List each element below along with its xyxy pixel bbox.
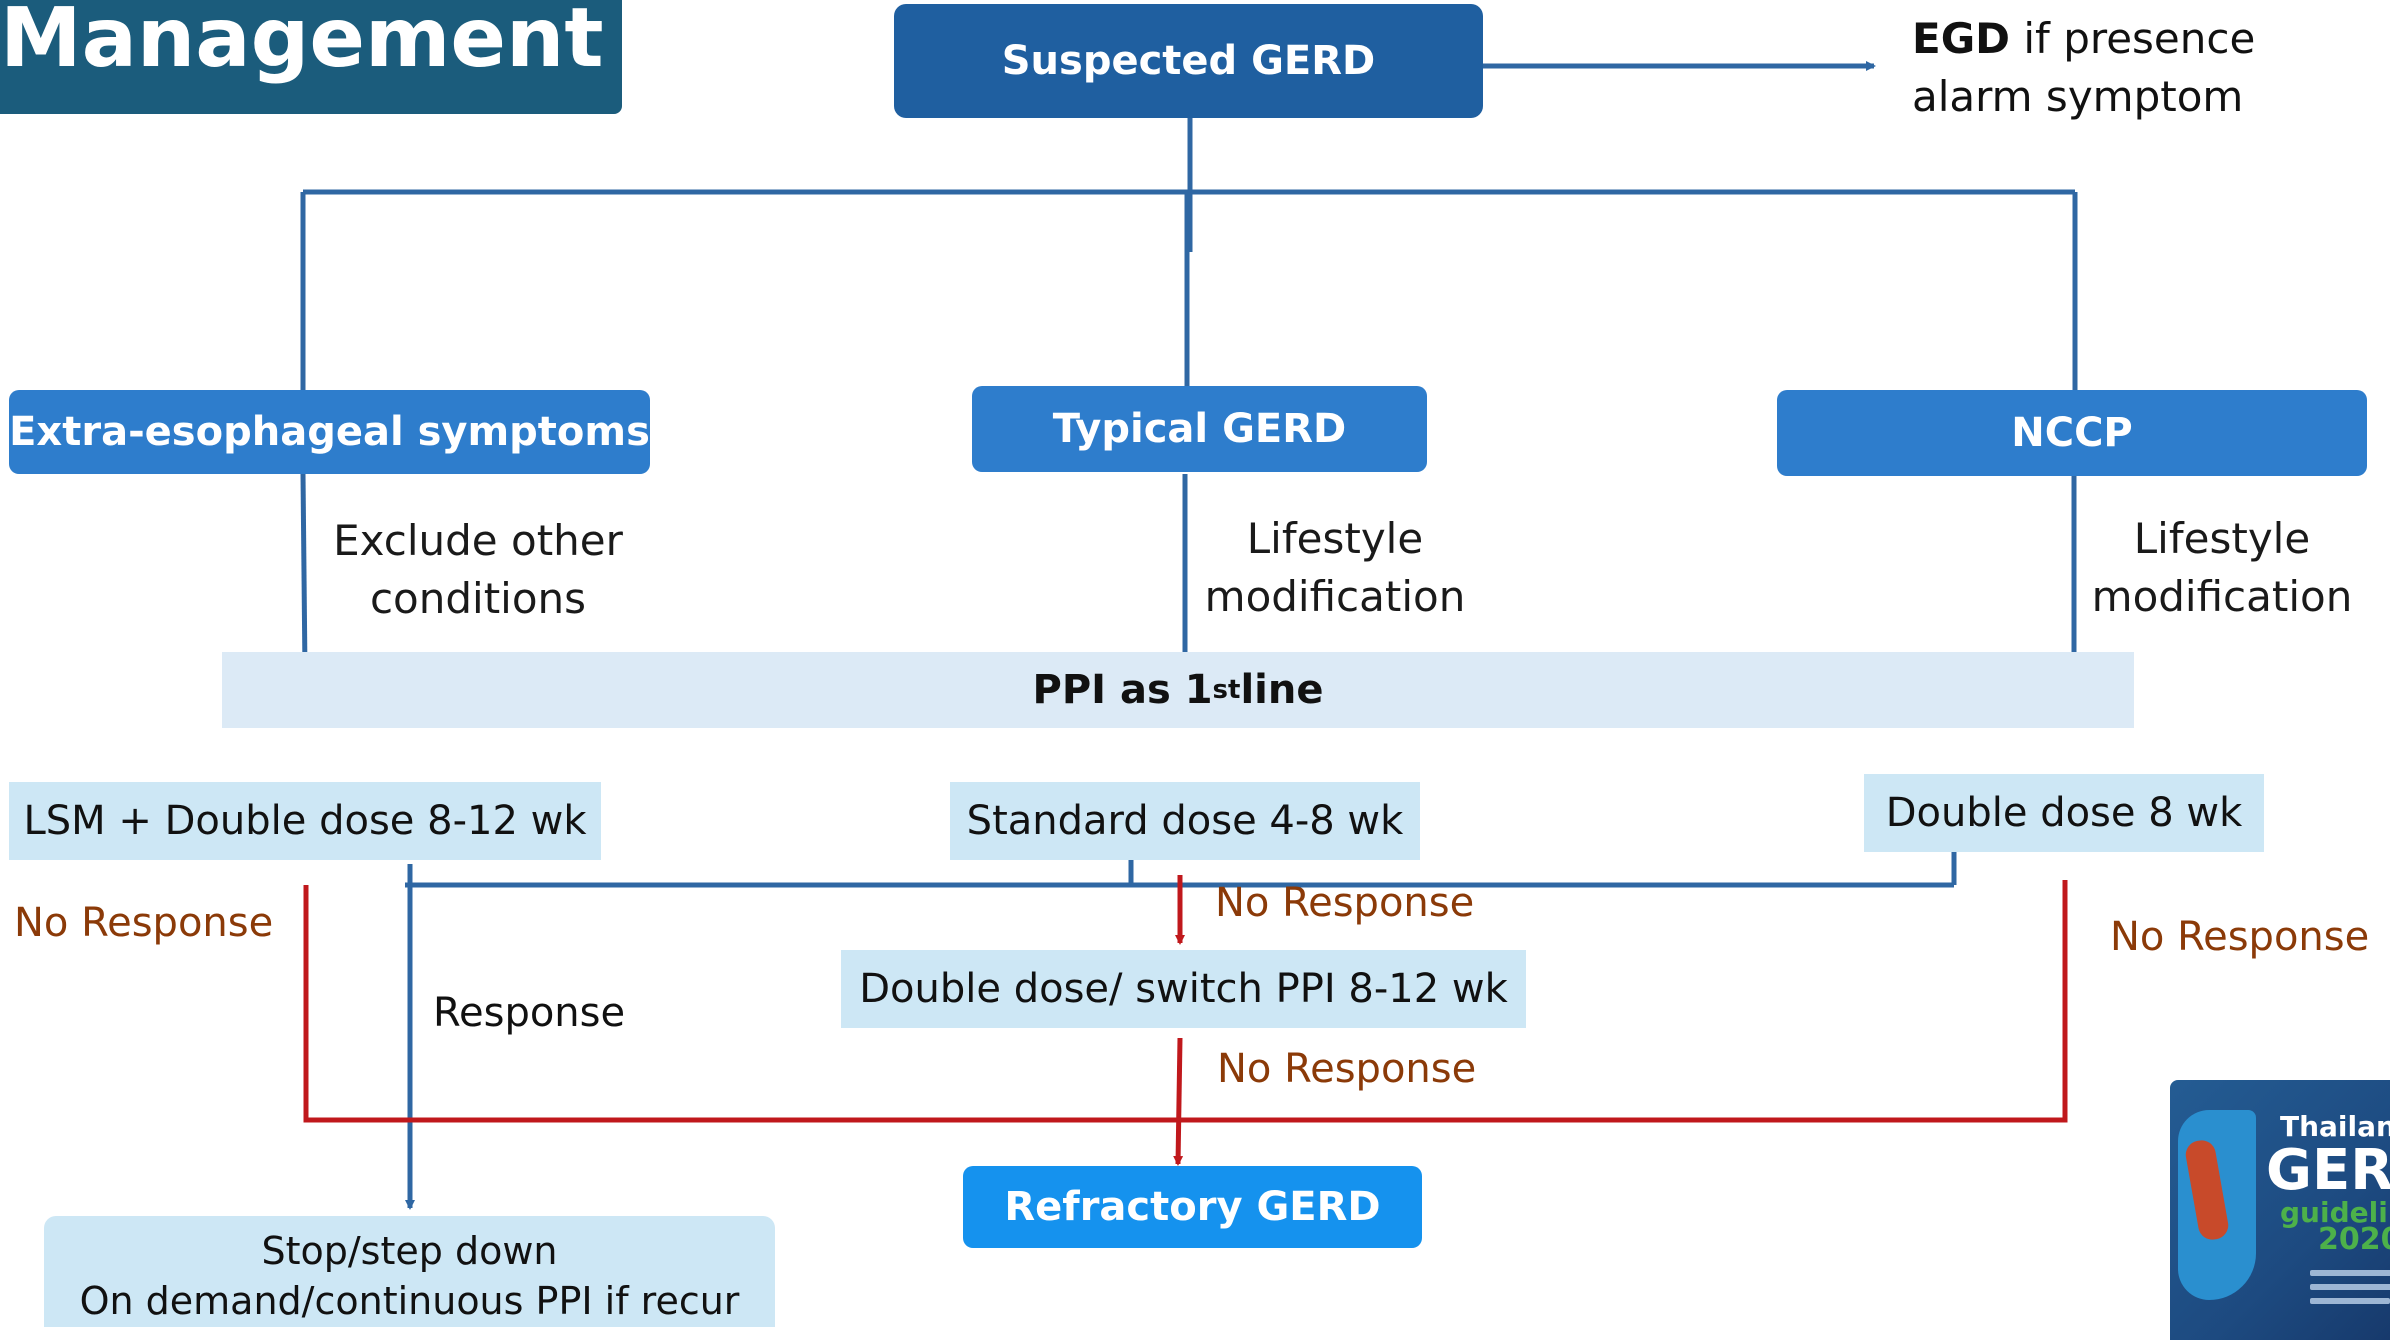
lifestyle-note-nccp: Lifestyle modification	[2087, 510, 2357, 626]
thumbnail-line2: GERD	[2266, 1138, 2390, 1203]
double-dose-switch-box: Double dose/ switch PPI 8-12 wk	[841, 950, 1526, 1028]
ppi-label-post: line	[1240, 667, 1324, 713]
exclude-line1: Exclude other	[333, 516, 623, 565]
lifestyle-note-typical: Lifestyle modification	[1200, 510, 1470, 626]
page-title: Management	[0, 0, 604, 86]
no-response-label-center-2: No Response	[1217, 1046, 1477, 1092]
suspected-gerd-box: Suspected GERD	[894, 4, 1483, 118]
guideline-book-thumbnail: Thailand GERD guideline 2020	[2170, 1080, 2390, 1340]
no-response-label-left: No Response	[14, 900, 274, 946]
thumbnail-text-line	[2310, 1298, 2390, 1304]
thumbnail-text-line	[2310, 1284, 2390, 1290]
response-label: Response	[433, 990, 626, 1036]
nccp-box: NCCP	[1777, 390, 2367, 476]
egd-label: EGD	[1912, 14, 2011, 63]
no-response-label-right: No Response	[2110, 914, 2370, 960]
extra-to-ppi-arrow	[299, 473, 310, 674]
refractory-gerd-box: Refractory GERD	[963, 1166, 1422, 1248]
ppi-label: PPI as 1	[1032, 667, 1213, 713]
double-dose-8wk-box: Double dose 8 wk	[1864, 774, 2264, 852]
thumbnail-line1: Thailand	[2280, 1110, 2390, 1143]
no-response-loop	[303, 880, 2068, 1123]
lifestyle-line2: modification	[1204, 572, 1466, 621]
lifestyle-line2: modification	[2091, 572, 2353, 621]
extra-esophageal-box: Extra-esophageal symptoms	[9, 390, 650, 474]
lifestyle-line1: Lifestyle	[2133, 514, 2311, 563]
egd-line2: alarm symptom	[1912, 72, 2244, 121]
lsm-double-dose-box: LSM + Double dose 8-12 wk	[9, 782, 601, 860]
exclude-note: Exclude other conditions	[320, 512, 636, 628]
no-response-label-center-1: No Response	[1215, 880, 1475, 926]
stop-step-down-box: Stop/step down On demand/continuous PPI …	[44, 1216, 775, 1327]
stop-line2: On demand/continuous PPI if recur	[79, 1279, 740, 1323]
title-banner	[0, 0, 622, 114]
stop-line1: Stop/step down	[261, 1229, 558, 1273]
thumbnail-line3: guideline	[2280, 1196, 2390, 1229]
no-response-arrow-2	[1173, 1037, 1184, 1166]
egd-note: EGD if presence alarm symptom	[1912, 10, 2255, 126]
ppi-label-sup: st	[1212, 675, 1241, 705]
thumbnail-text-line	[2310, 1270, 2390, 1276]
egd-line1: if presence	[2010, 14, 2256, 63]
exclude-line2: conditions	[369, 574, 587, 623]
standard-dose-box: Standard dose 4-8 wk	[950, 782, 1420, 860]
lifestyle-line1: Lifestyle	[1246, 514, 1424, 563]
thumbnail-line4: 2020	[2318, 1222, 2390, 1257]
typical-gerd-box: Typical GERD	[972, 386, 1427, 472]
